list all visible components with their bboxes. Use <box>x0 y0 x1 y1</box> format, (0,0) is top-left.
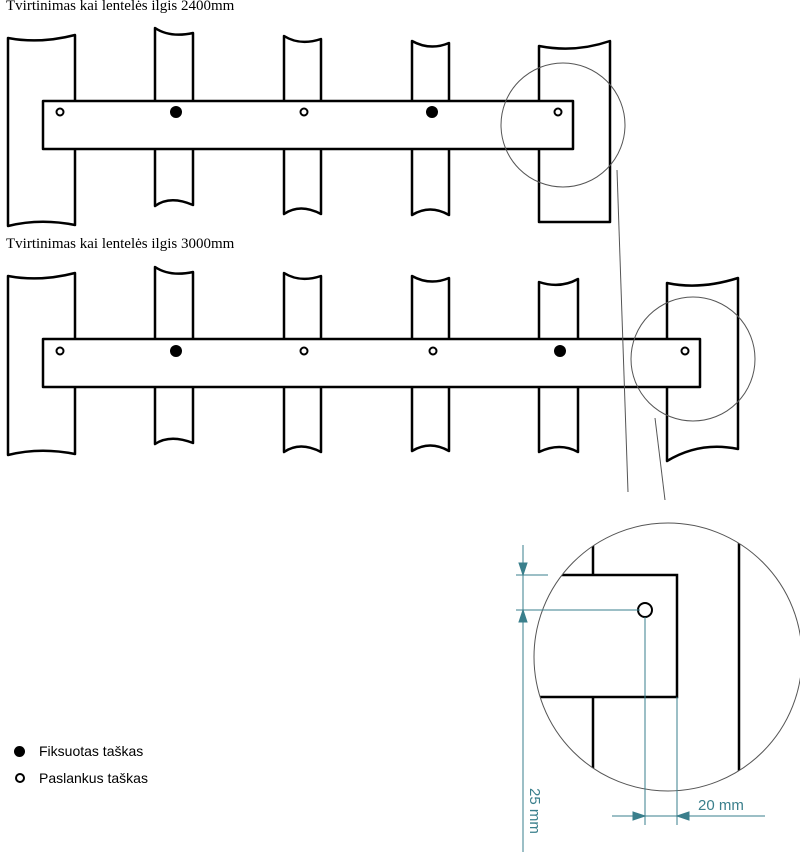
detail-marker-3000 <box>630 296 756 422</box>
sliding-point <box>55 107 65 117</box>
leader-line <box>616 169 629 493</box>
rail-3000 <box>41 337 702 389</box>
title-2400mm: Tvirtinimas kai lentelės ilgis 2400mm <box>6 0 235 14</box>
detail-view <box>534 523 741 791</box>
detail-circle <box>533 522 800 792</box>
dimension-25mm: 25 mm <box>526 788 543 834</box>
sliding-point-icon <box>15 773 25 783</box>
fixed-point <box>554 345 566 357</box>
legend-fixed-label: Fiksuotas taškas <box>39 743 144 759</box>
post-2-1 <box>6 271 77 457</box>
leader-line <box>654 417 666 501</box>
detail-hole-icon <box>637 602 653 618</box>
sliding-point <box>680 346 690 356</box>
fixed-point <box>170 345 182 357</box>
dimension-20mm: 20 mm <box>698 797 744 814</box>
sliding-point <box>55 346 65 356</box>
legend-sliding-label: Paslankus taškas <box>39 770 148 786</box>
rail-2400 <box>41 99 575 151</box>
sliding-point <box>299 346 309 356</box>
fixed-point-icon <box>14 745 25 757</box>
sliding-point <box>428 346 438 356</box>
post-1-1 <box>6 33 77 228</box>
dimension-lines <box>516 545 765 852</box>
legend-sliding: Paslankus taškas <box>14 769 148 787</box>
title-3000mm: Tvirtinimas kai lentelės ilgis 3000mm <box>6 236 235 252</box>
sliding-point <box>299 107 309 117</box>
fixed-point <box>170 106 182 118</box>
post-2-6 <box>665 276 740 463</box>
legend-fixed: Fiksuotas taškas <box>14 742 143 760</box>
fixed-point <box>426 106 438 118</box>
sliding-point <box>553 107 563 117</box>
post-1-5 <box>537 39 612 224</box>
detail-marker-2400 <box>500 62 626 188</box>
